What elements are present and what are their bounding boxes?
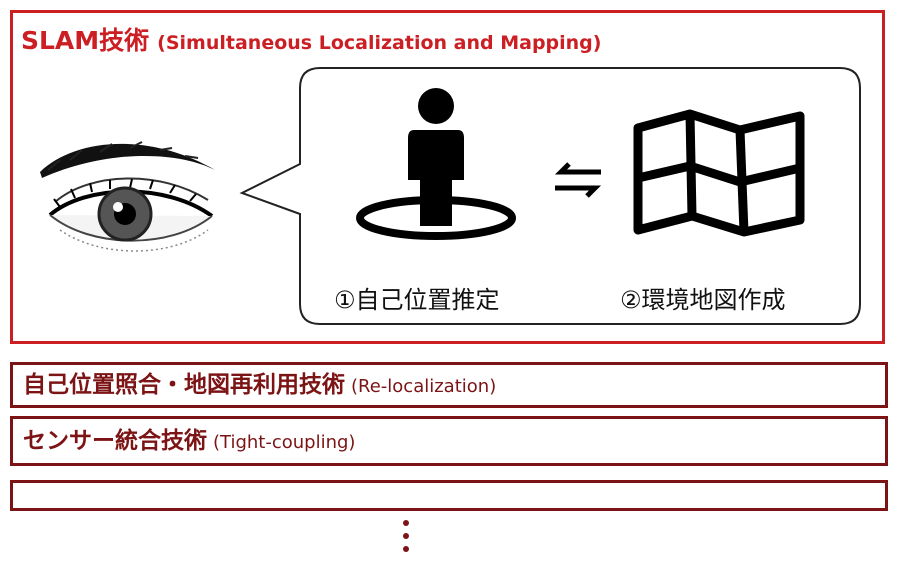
folded-map-icon (633, 109, 805, 237)
tight-coupling-title: センサー統合技術 (23, 428, 207, 454)
relocalization-bar: 自己位置照合・地図再利用技術 (Re-localization) (10, 362, 888, 408)
slam-title: SLAM技術 (Simultaneous Localization and Map… (21, 21, 601, 57)
tight-coupling-bar: センサー統合技術 (Tight-coupling) (10, 416, 888, 466)
relocalization-title: 自己位置照合・地図再利用技術 (23, 372, 345, 398)
bidirectional-arrows-icon (554, 162, 602, 198)
slam-title-main: SLAM技術 (21, 26, 150, 55)
empty-bar (10, 480, 888, 511)
person-location-icon (356, 88, 516, 240)
step-mapping-label: ②環境地図作成 (620, 286, 786, 314)
relocalization-subtitle: (Re-localization) (351, 376, 497, 397)
tight-coupling-subtitle: (Tight-coupling) (213, 432, 356, 453)
vertical-ellipsis-icon (403, 520, 409, 552)
eye-illustration (40, 141, 215, 252)
speech-bubble (239, 67, 861, 325)
slam-title-subtitle: (Simultaneous Localization and Mapping) (157, 32, 602, 54)
step-localization-label: ①自己位置推定 (334, 286, 500, 314)
